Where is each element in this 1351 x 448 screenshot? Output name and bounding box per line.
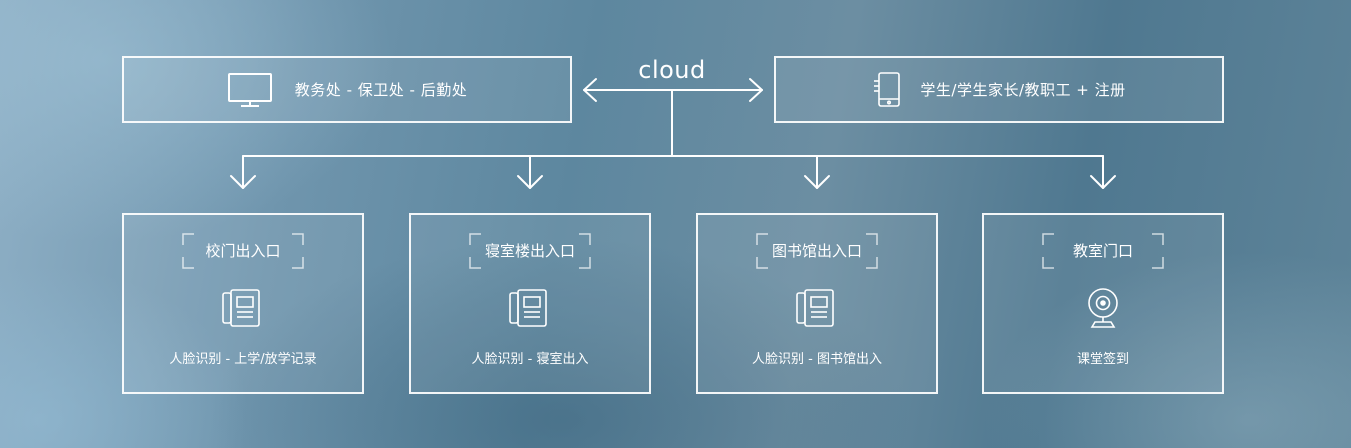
face-terminal-icon	[507, 285, 553, 331]
terminal-title: 校门出入口	[205, 242, 281, 260]
arrow-right-head	[749, 78, 763, 102]
arrow-down-3	[804, 175, 830, 189]
face-terminal-icon	[794, 285, 840, 331]
terminal-title: 寝室楼出入口	[484, 242, 575, 260]
terminal-box-dormitory: 寝室楼出入口 人脸识别 - 寝室出入	[409, 213, 651, 394]
arrow-down-1	[230, 175, 256, 189]
webcam-icon	[1080, 285, 1126, 331]
terminal-box-classroom: 教室门口 课堂签到	[982, 213, 1224, 394]
title-bracket-frame	[756, 233, 878, 269]
terminal-title: 图书馆出入口	[771, 242, 862, 260]
arrow-left-head	[583, 78, 597, 102]
terminal-box-school-gate: 校门出入口 人脸识别 - 上学/放学记录	[122, 213, 364, 394]
title-bracket-frame	[182, 233, 304, 269]
terminal-caption: 人脸识别 - 上学/放学记录	[169, 352, 317, 367]
users-label: 学生/学生家长/教职工 + 注册	[920, 81, 1126, 99]
face-terminal-icon	[220, 285, 266, 331]
title-bracket-frame	[1042, 233, 1164, 269]
terminal-box-library: 图书馆出入口 人脸识别 - 图书馆出入	[696, 213, 938, 394]
users-box: 学生/学生家长/教职工 + 注册	[774, 56, 1224, 123]
tablet-icon	[872, 71, 902, 109]
monitor-icon	[227, 72, 273, 108]
terminal-caption: 人脸识别 - 图书馆出入	[752, 352, 882, 367]
title-bracket-frame	[469, 233, 591, 269]
terminal-title: 教室门口	[1072, 242, 1133, 260]
admin-label: 教务处 - 保卫处 - 后勤处	[294, 81, 468, 99]
arrow-down-2	[517, 175, 543, 189]
arrow-down-4	[1090, 175, 1116, 189]
terminal-caption: 人脸识别 - 寝室出入	[471, 352, 589, 367]
admin-box: 教务处 - 保卫处 - 后勤处	[122, 56, 572, 123]
terminal-caption: 课堂签到	[1076, 352, 1129, 367]
cloud-label: cloud	[638, 56, 706, 84]
